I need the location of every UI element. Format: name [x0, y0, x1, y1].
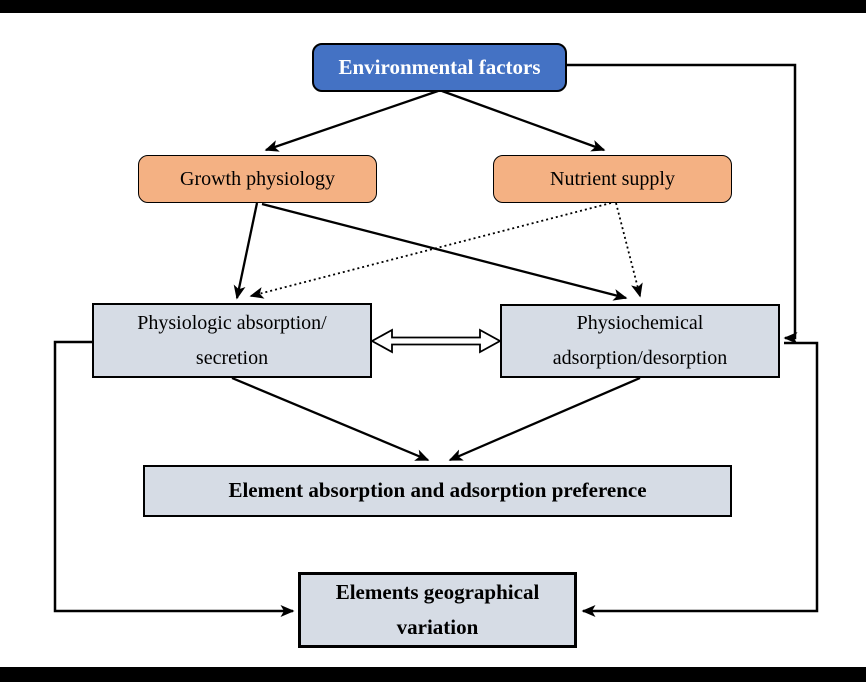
node-elements-geographical-variation: Elements geographical variation: [298, 572, 577, 648]
edge-physiochemical-to-geographical-route: [581, 341, 819, 617]
edge-environmental-to-physiochemical-route: [567, 63, 798, 344]
bottom-black-bar: [0, 667, 866, 682]
node-physiochemical-adsorption-desorption: Physiochemical adsorption/desorption: [500, 304, 780, 378]
node-environmental-factors: Environmental factors: [312, 43, 567, 92]
node-label-line2: adsorption/desorption: [552, 347, 728, 369]
node-label-line1: Physiochemical: [576, 312, 704, 334]
edge-growth-to-physiologic: [233, 202, 259, 300]
double-arrow-physiologic-physiochemical: [370, 328, 502, 354]
edge-physiochemical-to-preference: [448, 376, 641, 462]
node-label: Element absorption and adsorption prefer…: [228, 478, 647, 503]
top-black-bar: [0, 0, 866, 13]
edge-environmental-to-growth: [264, 89, 439, 152]
node-label-line2: variation: [396, 615, 479, 639]
edge-environmental-to-nutrient: [441, 89, 606, 152]
edge-nutrient-to-physiologic: [249, 202, 612, 299]
edge-growth-to-physiochemical: [261, 202, 628, 301]
node-nutrient-supply: Nutrient supply: [493, 155, 732, 203]
edge-physiologic-to-geographical-route: [53, 340, 295, 617]
node-label-line1: Physiologic absorption/: [137, 311, 327, 334]
node-label: Environmental factors: [338, 54, 541, 79]
edge-physiologic-to-preference: [231, 376, 430, 462]
node-element-absorption-adsorption-preference: Element absorption and adsorption prefer…: [143, 465, 732, 517]
node-label: Nutrient supply: [550, 168, 675, 190]
node-growth-physiology: Growth physiology: [138, 155, 377, 203]
node-label-line2: secretion: [195, 346, 269, 369]
node-label-line1: Elements geographical: [335, 580, 540, 604]
node-label: Growth physiology: [180, 168, 335, 190]
node-physiologic-absorption-secretion: Physiologic absorption/ secretion: [92, 303, 372, 378]
edge-nutrient-to-physiochemical: [615, 202, 643, 298]
